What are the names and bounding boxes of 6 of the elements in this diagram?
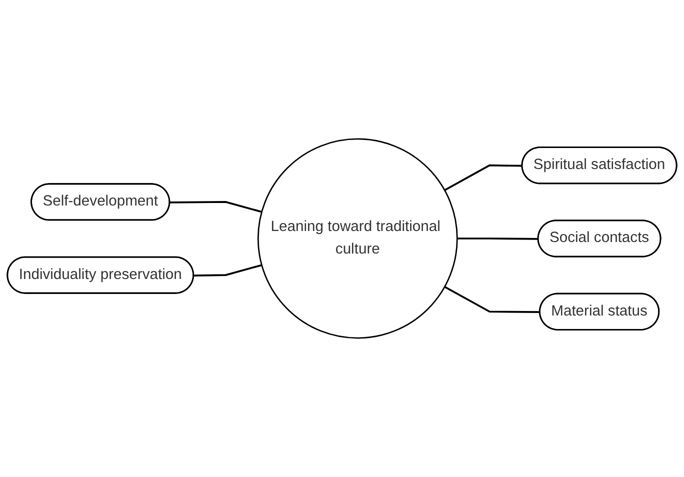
connector (457, 238, 538, 240)
connector (194, 264, 262, 276)
connector (170, 201, 262, 213)
connector (444, 286, 540, 314)
connector (444, 164, 522, 192)
node-circle: Leaning toward traditional culture (257, 138, 458, 339)
